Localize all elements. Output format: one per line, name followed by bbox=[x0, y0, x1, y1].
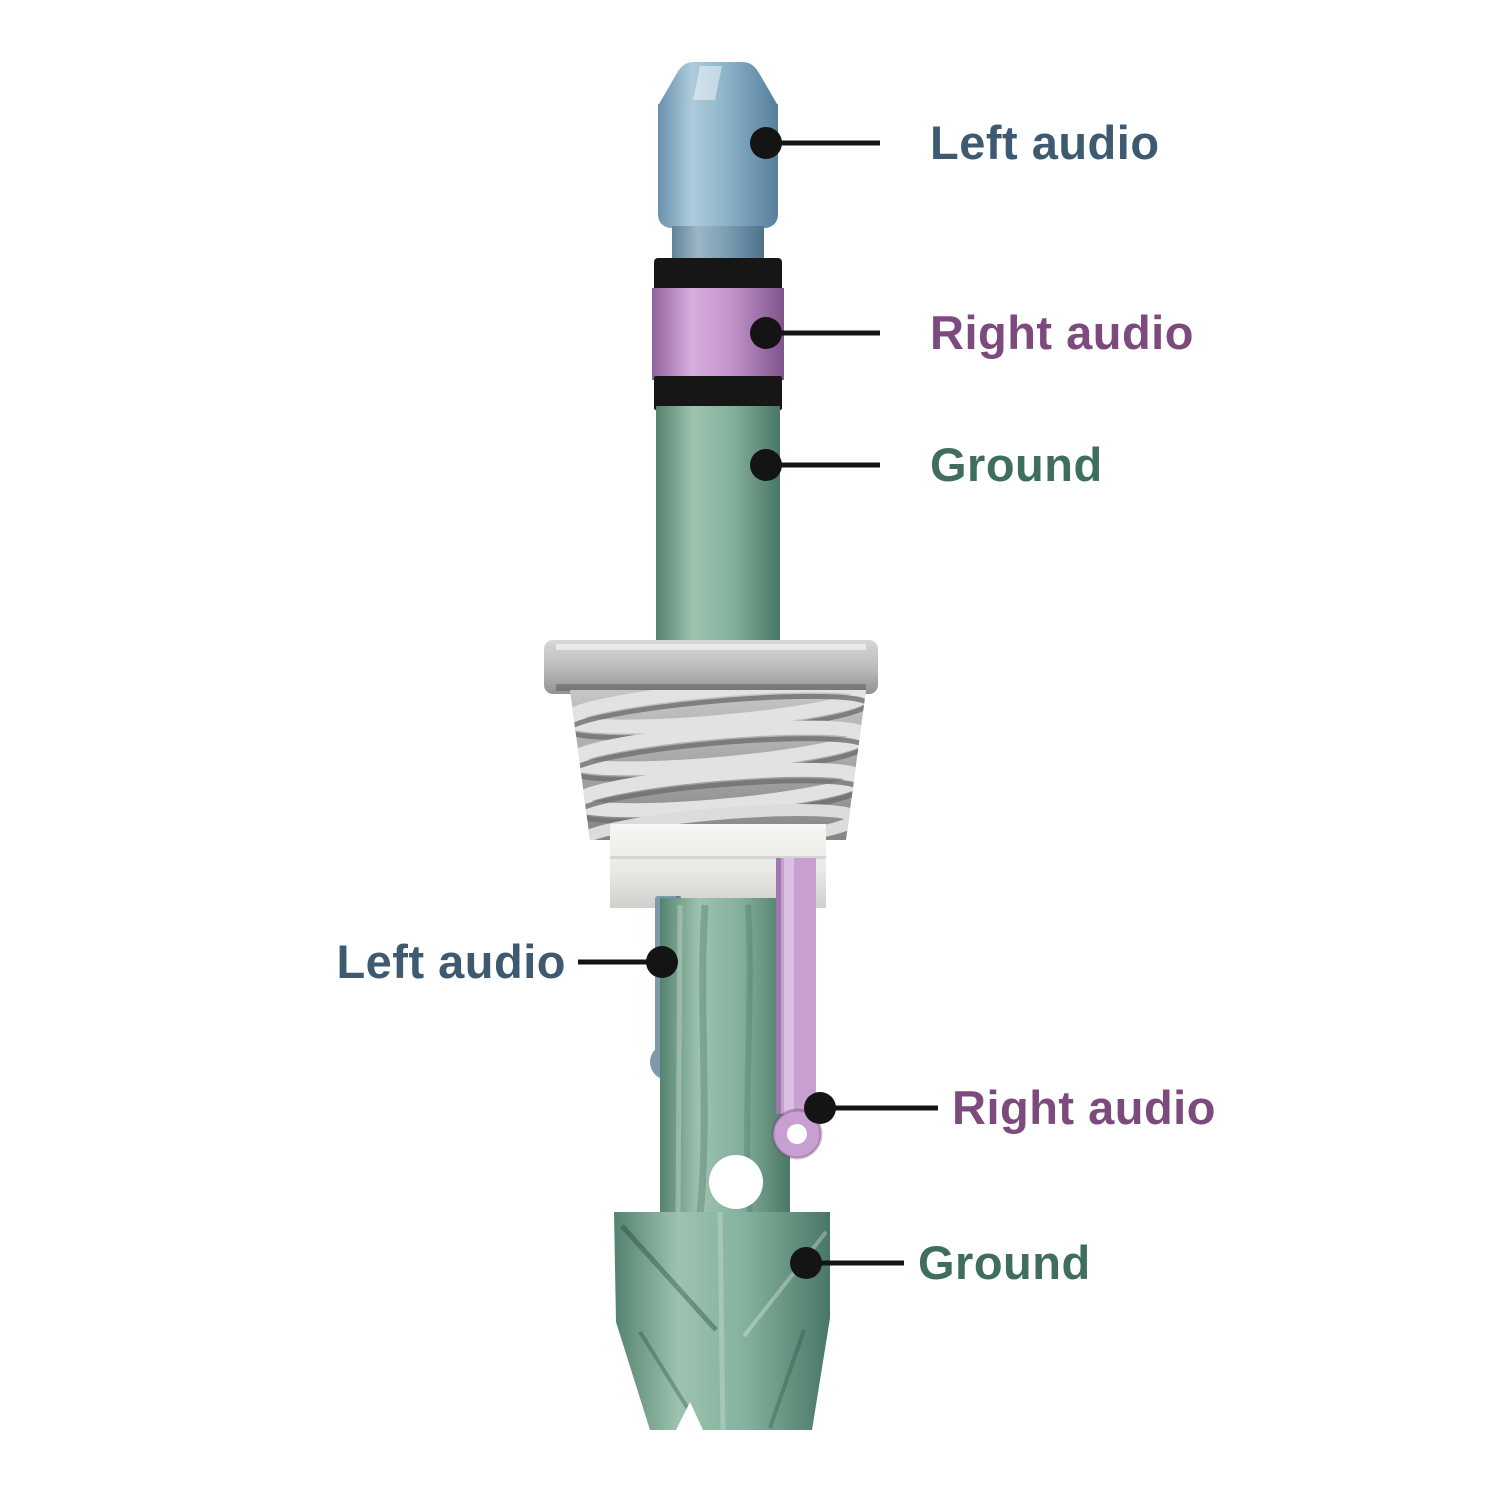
callout-dot-tip bbox=[750, 127, 782, 159]
tip-neck bbox=[672, 226, 764, 262]
plug-tip bbox=[658, 62, 778, 262]
label-tip: Left audio bbox=[930, 116, 1160, 169]
label-lug-ground: Ground bbox=[918, 1236, 1091, 1289]
callout-ring: Right audio bbox=[750, 306, 1194, 359]
callout-lug-left: Left audio bbox=[336, 935, 678, 988]
plug-sleeve bbox=[656, 406, 780, 648]
insulator-band-2 bbox=[654, 376, 782, 410]
tip-neck-shade bbox=[672, 226, 764, 262]
callout-sleeve: Ground bbox=[750, 438, 1103, 491]
label-sleeve: Ground bbox=[930, 438, 1103, 491]
label-lug-left: Left audio bbox=[336, 935, 566, 988]
insulator-band-1 bbox=[654, 258, 782, 292]
trs-plug-lower bbox=[614, 858, 830, 1431]
label-ring: Right audio bbox=[930, 306, 1194, 359]
right-audio-lug bbox=[771, 858, 823, 1160]
label-lug-right: Right audio bbox=[952, 1081, 1216, 1134]
callout-lug-ground: Ground bbox=[790, 1236, 1091, 1289]
mounting-collar bbox=[544, 640, 878, 694]
callout-dot-sleeve bbox=[750, 449, 782, 481]
tip-highlight bbox=[693, 66, 722, 100]
callout-dot-lug-ground bbox=[790, 1247, 822, 1279]
threaded-bushing bbox=[570, 690, 866, 840]
tip-cone bbox=[659, 62, 777, 104]
callout-dot-ring bbox=[750, 317, 782, 349]
ground-crimp bbox=[614, 1211, 830, 1431]
callout-lug-right: Right audio bbox=[804, 1081, 1216, 1134]
ground-shaft bbox=[660, 898, 790, 1220]
callout-dot-lug-right bbox=[804, 1092, 836, 1124]
callout-dot-lug-left bbox=[646, 946, 678, 978]
tip-body bbox=[658, 104, 778, 228]
trs-plug-upper bbox=[544, 62, 878, 908]
wire-hole bbox=[709, 1155, 763, 1209]
callout-tip: Left audio bbox=[750, 116, 1160, 169]
